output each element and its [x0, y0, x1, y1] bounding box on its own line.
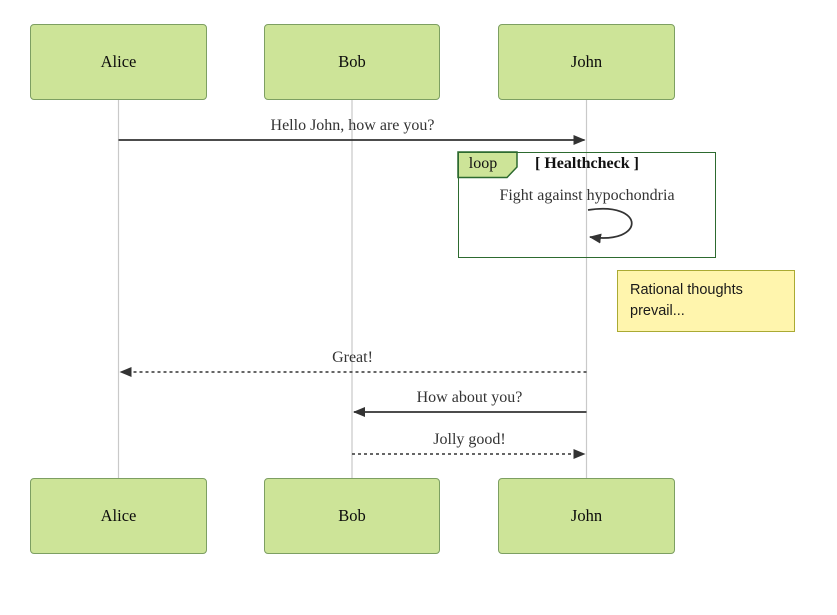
message-label-hello: Hello John, how are you? — [270, 117, 435, 134]
actor-label: Alice — [100, 506, 137, 525]
actor-box-john-bottom: John — [498, 478, 675, 554]
actor-box-bob-bottom: Bob — [264, 478, 440, 554]
note: Rational thoughts prevail... — [617, 270, 795, 332]
message-label-jolly-good: Jolly good! — [433, 431, 506, 448]
message-label-how-about-you: How about you? — [416, 389, 523, 406]
actor-box-alice-bottom: Alice — [30, 478, 207, 554]
actor-box-bob-top: Bob — [264, 24, 440, 100]
actor-label: Bob — [338, 52, 366, 71]
message-label-self: Fight against hypochondria — [499, 187, 675, 204]
actor-box-alice-top: Alice — [30, 24, 207, 100]
actor-label: John — [570, 506, 603, 525]
message-line-self-loop — [587, 207, 633, 244]
actor-label: Bob — [338, 506, 366, 525]
actor-label: Alice — [100, 52, 137, 71]
loop-condition: [ Healthcheck ] — [535, 155, 639, 172]
actor-box-john-top: John — [498, 24, 675, 100]
loop-label: loop — [468, 155, 498, 172]
loop-frame — [458, 152, 716, 258]
message-label-great: Great! — [332, 349, 373, 366]
actor-label: John — [570, 52, 603, 71]
note-text: Rational thoughts prevail... — [630, 282, 743, 319]
